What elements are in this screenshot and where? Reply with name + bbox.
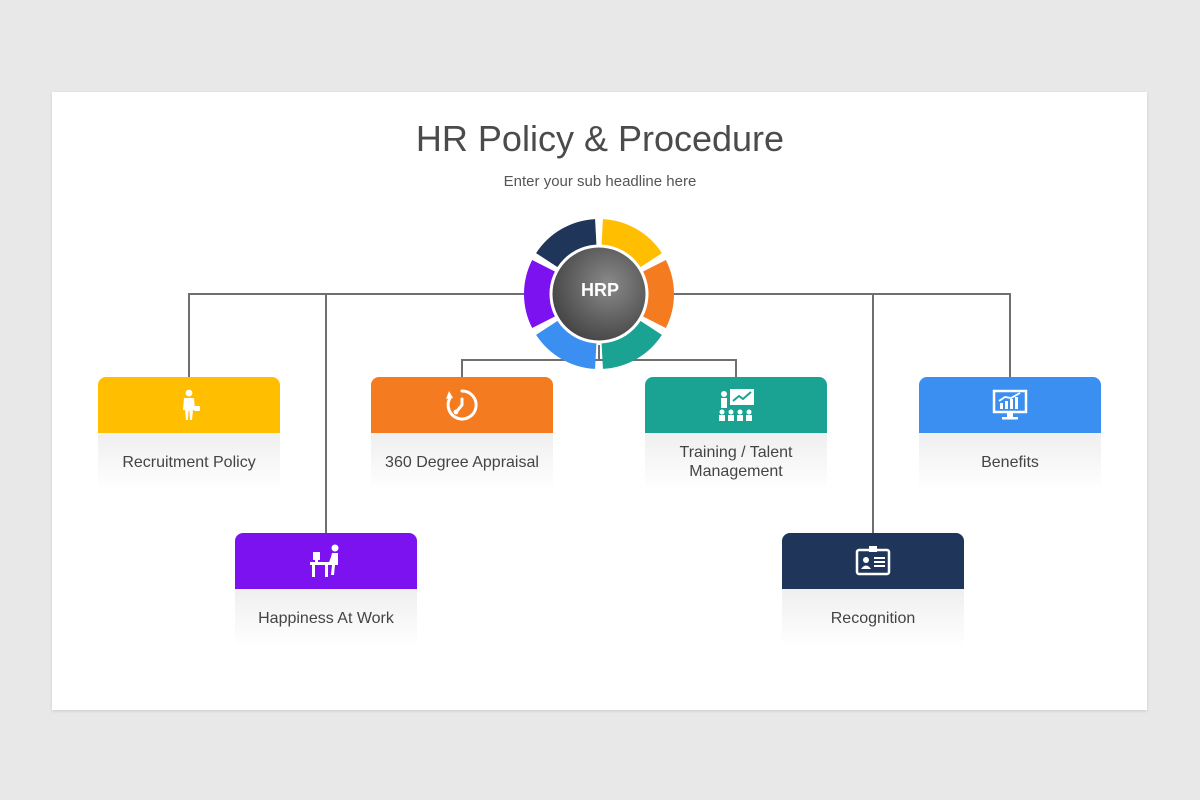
card-head [782, 533, 964, 589]
card-appraisal: 360 Degree Appraisal [371, 377, 553, 491]
card-recruitment: Recruitment Policy [98, 377, 280, 491]
card-label: Recognition [782, 589, 964, 647]
hub-ring [524, 219, 674, 369]
card-head [235, 533, 417, 589]
hub-center [549, 244, 649, 344]
page-subtitle: Enter your sub headline here [503, 173, 697, 190]
card-benefits: Benefits [919, 377, 1101, 491]
monitor-chart-icon [992, 389, 1028, 420]
card-head [919, 377, 1101, 433]
hub-ring-segment [536, 320, 597, 369]
card-happiness: Happiness At Work [235, 533, 417, 647]
desk-worker-icon [310, 544, 339, 577]
hub-ring-segment [642, 259, 674, 329]
card-label: Recruitment Policy [98, 433, 280, 491]
hub-ring-segment [601, 320, 662, 369]
businessman-icon [183, 389, 200, 420]
connector-recruitment [188, 293, 526, 377]
card-head [371, 377, 553, 433]
card-label: 360 Degree Appraisal [371, 433, 553, 491]
card-training: Training / Talent Management [645, 377, 827, 491]
id-card-icon [855, 546, 891, 576]
cycle-clock-icon [446, 389, 478, 421]
card-label: Training / Talent Management [645, 433, 827, 491]
hub-ring-segment [601, 219, 662, 268]
card-label: Benefits [919, 433, 1101, 491]
card-recognition: Recognition [782, 533, 964, 647]
hub-label: HRP [580, 280, 619, 300]
connector-benefits [674, 293, 1011, 377]
hub-ring-segment [536, 219, 597, 268]
page-title: HR Policy & Procedure [415, 118, 785, 159]
card-head [98, 377, 280, 433]
card-label: Happiness At Work [235, 589, 417, 647]
card-head [645, 377, 827, 433]
presentation-icon [719, 389, 754, 421]
hub-ring-segment [524, 259, 556, 329]
connector-appraisal [461, 359, 737, 377]
